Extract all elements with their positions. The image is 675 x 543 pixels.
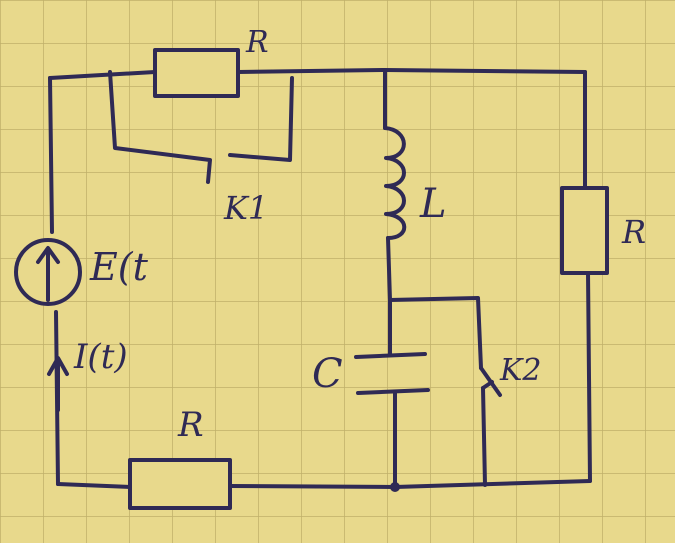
label-r-right: R xyxy=(622,213,647,251)
resistor-top xyxy=(153,48,240,98)
source-arrow-icon xyxy=(36,246,60,302)
wire-k2-branch xyxy=(388,296,487,487)
resistor-right xyxy=(560,186,609,275)
current-arrow-icon xyxy=(47,356,69,412)
label-l: L xyxy=(420,181,447,227)
capacitor-plates xyxy=(354,352,430,395)
label-c: C xyxy=(312,351,343,397)
label-k1: K1 xyxy=(224,189,269,227)
label-k2: K2 xyxy=(500,353,542,388)
wire-right xyxy=(583,70,592,483)
label-source: E(t xyxy=(90,245,148,289)
label-r-top: R xyxy=(246,25,269,60)
junction-dot xyxy=(390,482,400,492)
label-current: I(t) xyxy=(74,337,128,377)
resistor-bottom xyxy=(128,458,232,510)
switch-k2 xyxy=(479,366,502,397)
label-r-bottom: R xyxy=(178,405,204,445)
inductor-coil xyxy=(383,126,407,240)
switch-k1 xyxy=(108,70,294,184)
